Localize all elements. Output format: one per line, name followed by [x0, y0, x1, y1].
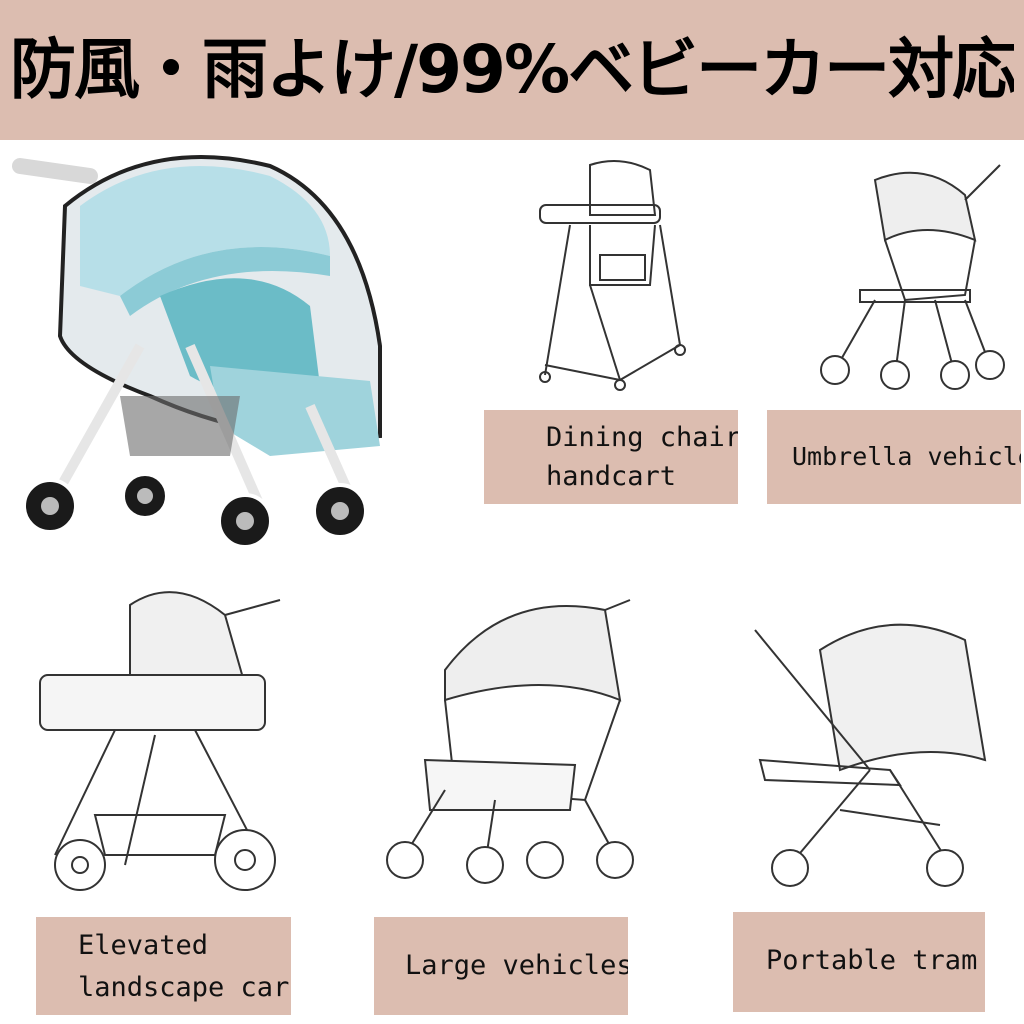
label-umbrella-vehicle: Umbrella vehicle	[767, 410, 1021, 504]
label-line: Portable tram	[766, 945, 978, 976]
label-large-vehicles: Large vehicles	[374, 917, 628, 1015]
label-line: Large vehicles	[405, 950, 628, 981]
label-line: Umbrella vehicle	[792, 442, 1021, 471]
umbrella-stroller-sketch	[815, 160, 1010, 395]
label-portable-tram: Portable tram	[733, 912, 985, 1012]
label-line: handcart	[546, 461, 677, 492]
large-stroller-sketch	[385, 590, 640, 900]
label-line: Elevated	[78, 930, 209, 961]
portable-stroller-sketch	[750, 610, 990, 900]
page-title: 防風・雨よけ/99%ベビーカー対応	[10, 31, 1014, 108]
title-banner: 防風・雨よけ/99%ベビーカー対応	[0, 0, 1024, 140]
label-line: Dining chair	[546, 422, 738, 453]
bassinet-pram-sketch	[35, 575, 290, 905]
label-dining-chair-handcart: Dining chair handcart	[484, 410, 738, 504]
label-elevated-landscape-car: Elevated landscape car	[36, 917, 291, 1015]
label-line: landscape car	[78, 972, 290, 1003]
high-chair-sketch	[530, 155, 700, 395]
stroller-rain-cover-photo	[10, 146, 410, 566]
